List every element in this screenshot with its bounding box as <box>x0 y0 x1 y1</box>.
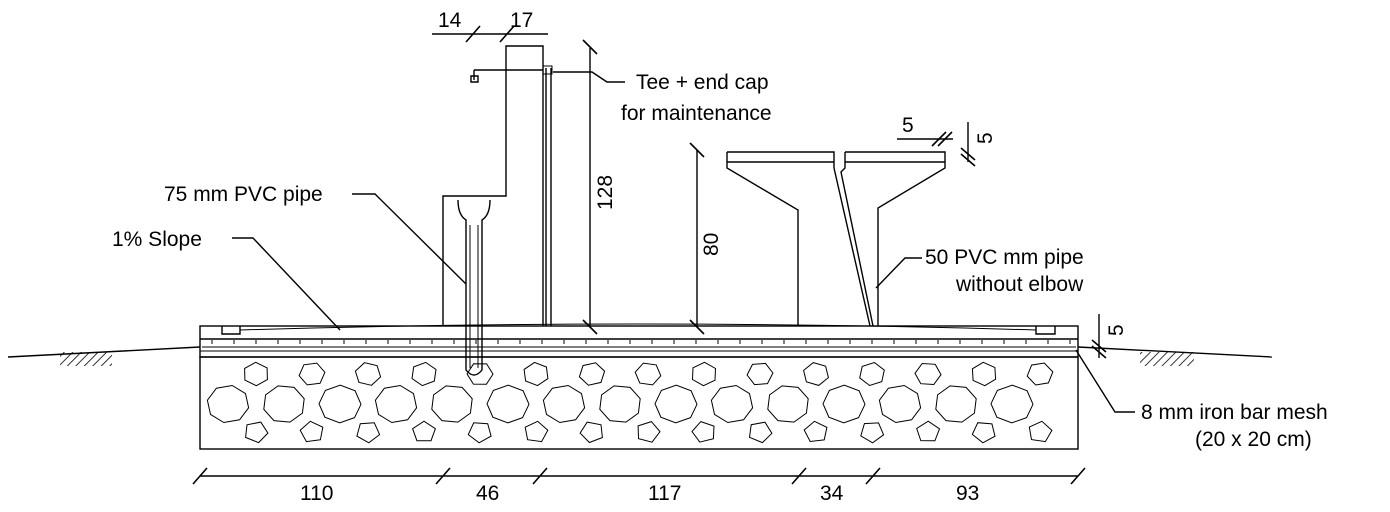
stone <box>803 362 829 386</box>
slope-label: 1% Slope <box>112 228 202 251</box>
tap-column <box>442 45 553 376</box>
stone <box>374 384 418 424</box>
stone <box>298 362 326 386</box>
stone <box>466 363 494 385</box>
dim-bottom-4: 34 <box>820 482 844 505</box>
dimension-lines <box>192 25 1107 485</box>
stone <box>299 420 324 443</box>
pvc-75-label: 75 mm PVC pipe <box>164 183 323 206</box>
stone <box>990 384 1034 424</box>
stone <box>579 421 603 444</box>
stone <box>578 362 606 386</box>
stone <box>914 362 942 386</box>
dim-bottom-1: 110 <box>300 482 333 505</box>
stone <box>710 384 754 424</box>
stone <box>916 420 941 442</box>
tee-cap-label-line1: Tee + end cap <box>636 71 769 94</box>
concrete-slab <box>199 323 1079 358</box>
dim-column-height: 128 <box>594 175 617 210</box>
stone <box>318 384 362 424</box>
stone <box>654 384 698 424</box>
stone <box>860 422 885 444</box>
stone <box>467 422 492 444</box>
stone <box>524 420 549 443</box>
stone <box>634 362 662 386</box>
stone <box>746 362 774 386</box>
pvc-50-label-line2: without elbow <box>955 273 1084 296</box>
dim-bottom-2: 46 <box>476 482 499 505</box>
dim-basin-height: 80 <box>700 233 723 256</box>
dim-slab-thickness: 5 <box>1105 324 1128 336</box>
stone <box>1026 362 1054 386</box>
dim-top-left: 14 <box>438 9 462 32</box>
dim-top-right: 17 <box>510 9 533 32</box>
stone <box>411 420 437 442</box>
stone <box>486 384 530 424</box>
stone <box>691 361 717 387</box>
stone <box>263 385 305 423</box>
stone <box>244 361 268 387</box>
stone <box>431 385 473 423</box>
stone <box>356 422 381 444</box>
stone <box>206 384 250 424</box>
stone <box>637 421 661 443</box>
dim-basin-thickness-v: 5 <box>974 132 997 144</box>
dim-bottom-3: 117 <box>648 482 681 505</box>
dim-basin-thickness-h: 5 <box>902 114 914 137</box>
stone <box>599 385 641 423</box>
stone <box>935 385 977 423</box>
mesh-label-line1: 8 mm iron bar mesh <box>1141 401 1328 424</box>
leader-lines <box>232 71 1135 413</box>
stone <box>411 361 437 387</box>
washing-basin <box>726 151 946 327</box>
tee-cap-label-line2: for maintenance <box>621 102 772 125</box>
pvc-50-label-line1: 50 PVC mm pipe <box>925 246 1084 269</box>
stone <box>822 384 866 424</box>
stone <box>354 362 382 386</box>
stone <box>971 361 997 387</box>
stone <box>878 384 922 424</box>
stone <box>748 421 773 444</box>
ground-line <box>7 346 1273 366</box>
stone <box>1028 420 1053 443</box>
stone <box>767 385 809 423</box>
stone <box>245 421 269 444</box>
dim-bottom-5: 93 <box>956 482 979 505</box>
mesh-label-line2: (20 x 20 cm) <box>1195 428 1312 451</box>
stone <box>803 420 828 443</box>
stone <box>523 361 549 387</box>
stone <box>859 361 885 387</box>
stone <box>542 384 586 424</box>
stone <box>971 422 996 444</box>
stone <box>691 421 715 443</box>
stone-foundation <box>199 356 1079 450</box>
